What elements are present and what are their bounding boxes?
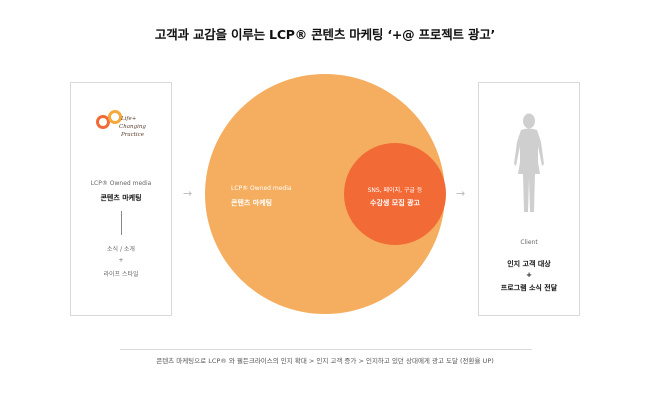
caption: 콘텐츠 마케팅으로 LCP® 와 웰든크라이스의 인지 확대 > 인지 고객 증…	[156, 357, 494, 365]
logo-line-1: Life+	[121, 116, 137, 122]
plus-sign: +	[118, 257, 124, 264]
news-intro-label: 소식 / 소개	[107, 246, 135, 253]
small-circle-sublabel: SNS, 페이지, 구글 등	[367, 187, 423, 194]
client-label: Client	[520, 239, 538, 246]
big-circle-label: 콘텐츠 마케팅	[231, 199, 273, 207]
lifestyle-label: 라이프 스타일	[103, 271, 139, 278]
logo-text: Life+ Changing Practice	[117, 115, 146, 139]
person-silhouette-icon	[514, 113, 544, 212]
logo-line-3: Practice	[121, 132, 144, 138]
target-audience-label: 인지 고객 대상	[507, 260, 551, 268]
lcp-logo: Life+ Changing Practice	[95, 109, 155, 151]
owned-media-card: Life+ Changing Practice LCP® Owned media…	[70, 82, 172, 316]
connector-line	[121, 211, 122, 235]
small-circle-label: 수강생 모집 광고	[370, 199, 420, 207]
page-title: 고객과 교감을 이루는 LCP® 콘텐츠 마케팅 ‘+@ 프로젝트 광고’	[154, 27, 496, 42]
arrow-right-icon: →	[183, 187, 193, 200]
big-circle-sublabel: LCP® Owned media	[231, 185, 292, 192]
plus-sign: +	[526, 271, 532, 279]
infinity-icon	[96, 110, 122, 129]
logo-line-2: Changing	[119, 124, 146, 130]
arrow-right-icon: →	[456, 187, 466, 200]
recruitment-ad-circle	[344, 143, 446, 245]
divider	[120, 349, 532, 350]
owned-media-sublabel: LCP® Owned media	[90, 180, 152, 187]
program-news-label: 프로그램 소식 전달	[500, 284, 558, 292]
content-marketing-label: 콘텐츠 마케팅	[100, 194, 142, 202]
